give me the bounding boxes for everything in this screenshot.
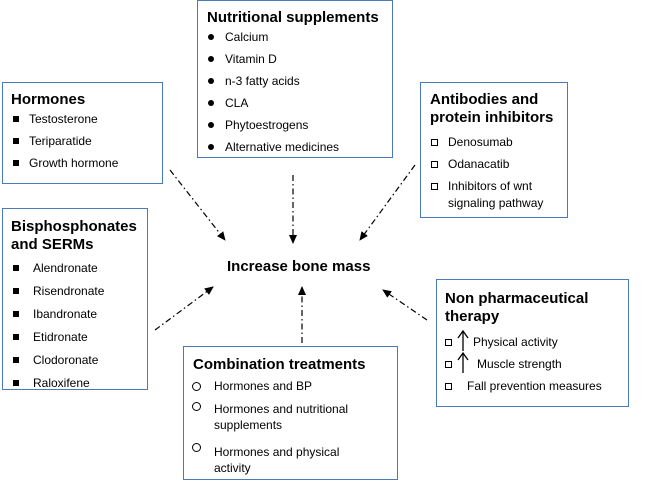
hormones-title: Hormones	[11, 91, 86, 108]
bisphos-item: Raloxifene	[33, 376, 90, 390]
nutritional-item: CLA	[225, 96, 249, 110]
nutritional-item: Phytoestrogens	[225, 118, 309, 132]
bisphos-item: Etidronate	[33, 330, 88, 344]
nonpharm-item: Fall prevention measures	[467, 379, 602, 393]
bullet-open-square-icon	[445, 339, 452, 346]
bullet-open-square-icon	[431, 161, 438, 168]
combination-item-line2: activity	[214, 461, 251, 475]
bullet-circle-icon	[192, 382, 201, 391]
combination-item-line2: supplements	[214, 418, 283, 432]
bullet-square-icon	[13, 334, 19, 340]
bullet-dot-icon	[208, 122, 214, 128]
bullet-square-icon	[13, 311, 19, 317]
arrow-antibodies	[359, 164, 416, 241]
nonpharm-item: Muscle strength	[477, 357, 562, 371]
antibodies-title-line1: Antibodies and	[430, 91, 539, 108]
hormones-item: Teriparatide	[29, 134, 92, 148]
bullet-square-icon	[13, 357, 19, 363]
combination-treatments-box: Combination treatments Hormones and BP H…	[183, 346, 398, 480]
combination-title: Combination treatments	[193, 356, 366, 373]
bisphos-item: Alendronate	[33, 261, 98, 275]
center-label: Increase bone mass	[227, 258, 371, 275]
antibodies-box: Antibodies and protein inhibitors Denosu…	[420, 82, 568, 218]
bullet-dot-icon	[208, 34, 214, 40]
non-pharmaceutical-box: Non pharmaceutical therapy Physical acti…	[436, 279, 629, 407]
combination-item: Hormones and BP	[214, 379, 313, 393]
antibodies-item-line2: signaling pathway	[448, 196, 544, 210]
arrow-hormones	[169, 169, 226, 241]
nutritional-item: n-3 fatty acids	[225, 74, 300, 88]
hormones-item: Growth hormone	[29, 156, 119, 170]
bullet-square-icon	[13, 116, 19, 122]
nonpharm-title-line1: Non pharmaceutical	[445, 290, 589, 307]
nutritional-item: Vitamin D	[225, 52, 277, 66]
bisphosphonates-box: Bisphosphonates and SERMs Alendronate Ri…	[2, 208, 148, 390]
bisphos-item: Ibandronate	[33, 307, 98, 321]
combination-item-line1: Hormones and physical	[214, 445, 340, 459]
bullet-square-icon	[13, 380, 19, 386]
bullet-open-square-icon	[431, 139, 438, 146]
bisphos-item: Clodoronate	[33, 353, 99, 367]
antibodies-item-line1: Inhibitors of wnt	[448, 179, 533, 193]
arrow-nonpharm	[382, 289, 428, 321]
hormones-item: Testosterone	[29, 112, 98, 126]
antibodies-item: Denosumab	[448, 135, 513, 149]
nutritional-supplements-box: Nutritional supplements Calcium Vitamin …	[197, 0, 393, 158]
nonpharm-title-line2: therapy	[445, 308, 500, 325]
bullet-circle-icon	[192, 443, 201, 452]
nutritional-title: Nutritional supplements	[207, 9, 379, 26]
combination-item-line1: Hormones and nutritional	[214, 402, 349, 416]
bullet-square-icon	[13, 138, 19, 144]
bullet-square-icon	[13, 288, 19, 294]
up-arrow-icon	[457, 352, 469, 373]
arrow-bisphos	[154, 286, 214, 331]
bisphos-title-line1: Bisphosphonates	[11, 218, 137, 235]
bullet-open-square-icon	[445, 383, 452, 390]
bullet-square-icon	[13, 265, 19, 271]
antibodies-item: Odanacatib	[448, 157, 510, 171]
bullet-dot-icon	[208, 144, 214, 150]
bullet-square-icon	[13, 160, 19, 166]
bisphos-title-line2: and SERMs	[11, 236, 94, 253]
hormones-box: Hormones Testosterone Teriparatide Growt…	[2, 82, 163, 184]
bullet-dot-icon	[208, 56, 214, 62]
bullet-dot-icon	[208, 78, 214, 84]
nonpharm-item: Physical activity	[473, 335, 558, 349]
bullet-open-square-icon	[431, 183, 438, 190]
bullet-dot-icon	[208, 100, 214, 106]
antibodies-title-line2: protein inhibitors	[430, 109, 554, 126]
up-arrow-icon	[457, 330, 469, 351]
nutritional-item: Alternative medicines	[225, 140, 340, 154]
bisphos-item: Risendronate	[33, 284, 105, 298]
bullet-open-square-icon	[445, 361, 452, 368]
nutritional-item: Calcium	[225, 30, 269, 44]
bullet-circle-icon	[192, 402, 201, 411]
